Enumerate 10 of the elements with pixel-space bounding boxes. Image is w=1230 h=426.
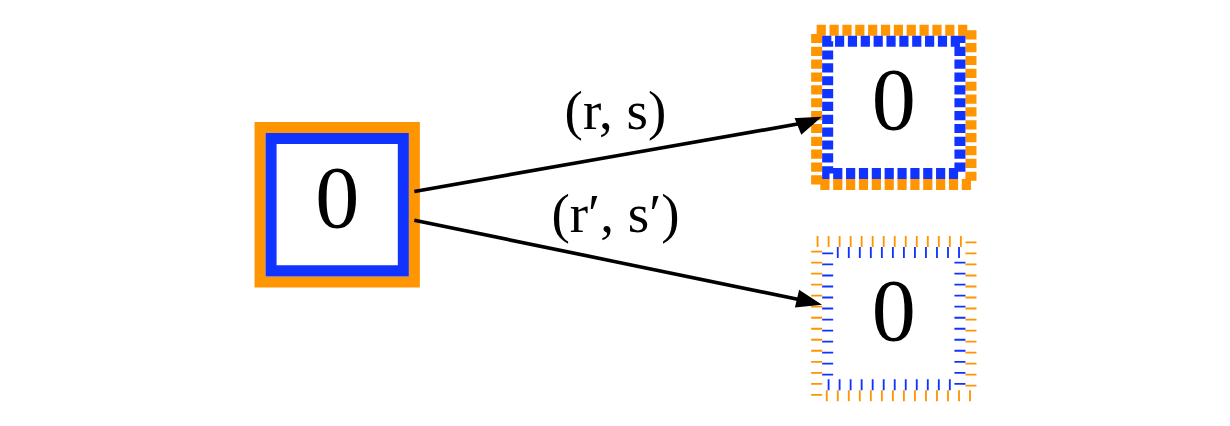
arrow: [413, 218, 822, 308]
arrow: [413, 116, 822, 194]
edge-label: (r, s): [564, 80, 666, 142]
node-box: 0: [821, 247, 965, 391]
node-box: 0: [821, 35, 965, 179]
cluster: [810, 235, 976, 402]
cluster: [254, 122, 420, 288]
node-box: 0: [265, 133, 409, 277]
edge-label: (r′, s′): [550, 183, 680, 245]
cluster: [810, 24, 976, 191]
